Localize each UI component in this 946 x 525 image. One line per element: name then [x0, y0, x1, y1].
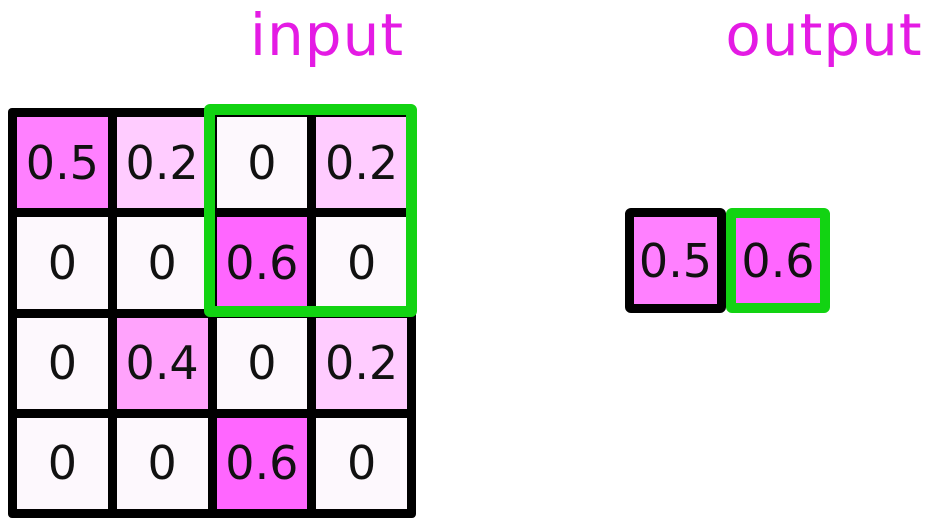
input-cell: 0.2 — [316, 117, 407, 209]
output-title: output — [725, 1, 923, 69]
output-cell-highlighted: 0.6 — [726, 208, 830, 313]
input-cell: 0.5 — [17, 117, 108, 209]
input-cell: 0 — [216, 117, 308, 209]
input-cell: 0.6 — [216, 217, 308, 309]
input-cell: 0 — [17, 217, 108, 309]
input-cell: 0.6 — [216, 417, 308, 509]
input-cell: 0 — [17, 417, 108, 509]
input-cell: 0 — [116, 417, 208, 509]
input-cell: 0 — [116, 217, 208, 309]
input-cell: 0.2 — [316, 317, 407, 409]
output-cell: 0.5 — [625, 208, 726, 313]
input-cell: 0 — [216, 317, 308, 409]
input-cell: 0 — [316, 217, 407, 309]
input-cell: 0 — [316, 417, 407, 509]
input-cell: 0.2 — [116, 117, 208, 209]
input-cell: 0 — [17, 317, 108, 409]
input-cell: 0.4 — [116, 317, 208, 409]
output-cells: 0.5 0.6 — [625, 208, 830, 313]
input-title: input — [249, 1, 405, 69]
